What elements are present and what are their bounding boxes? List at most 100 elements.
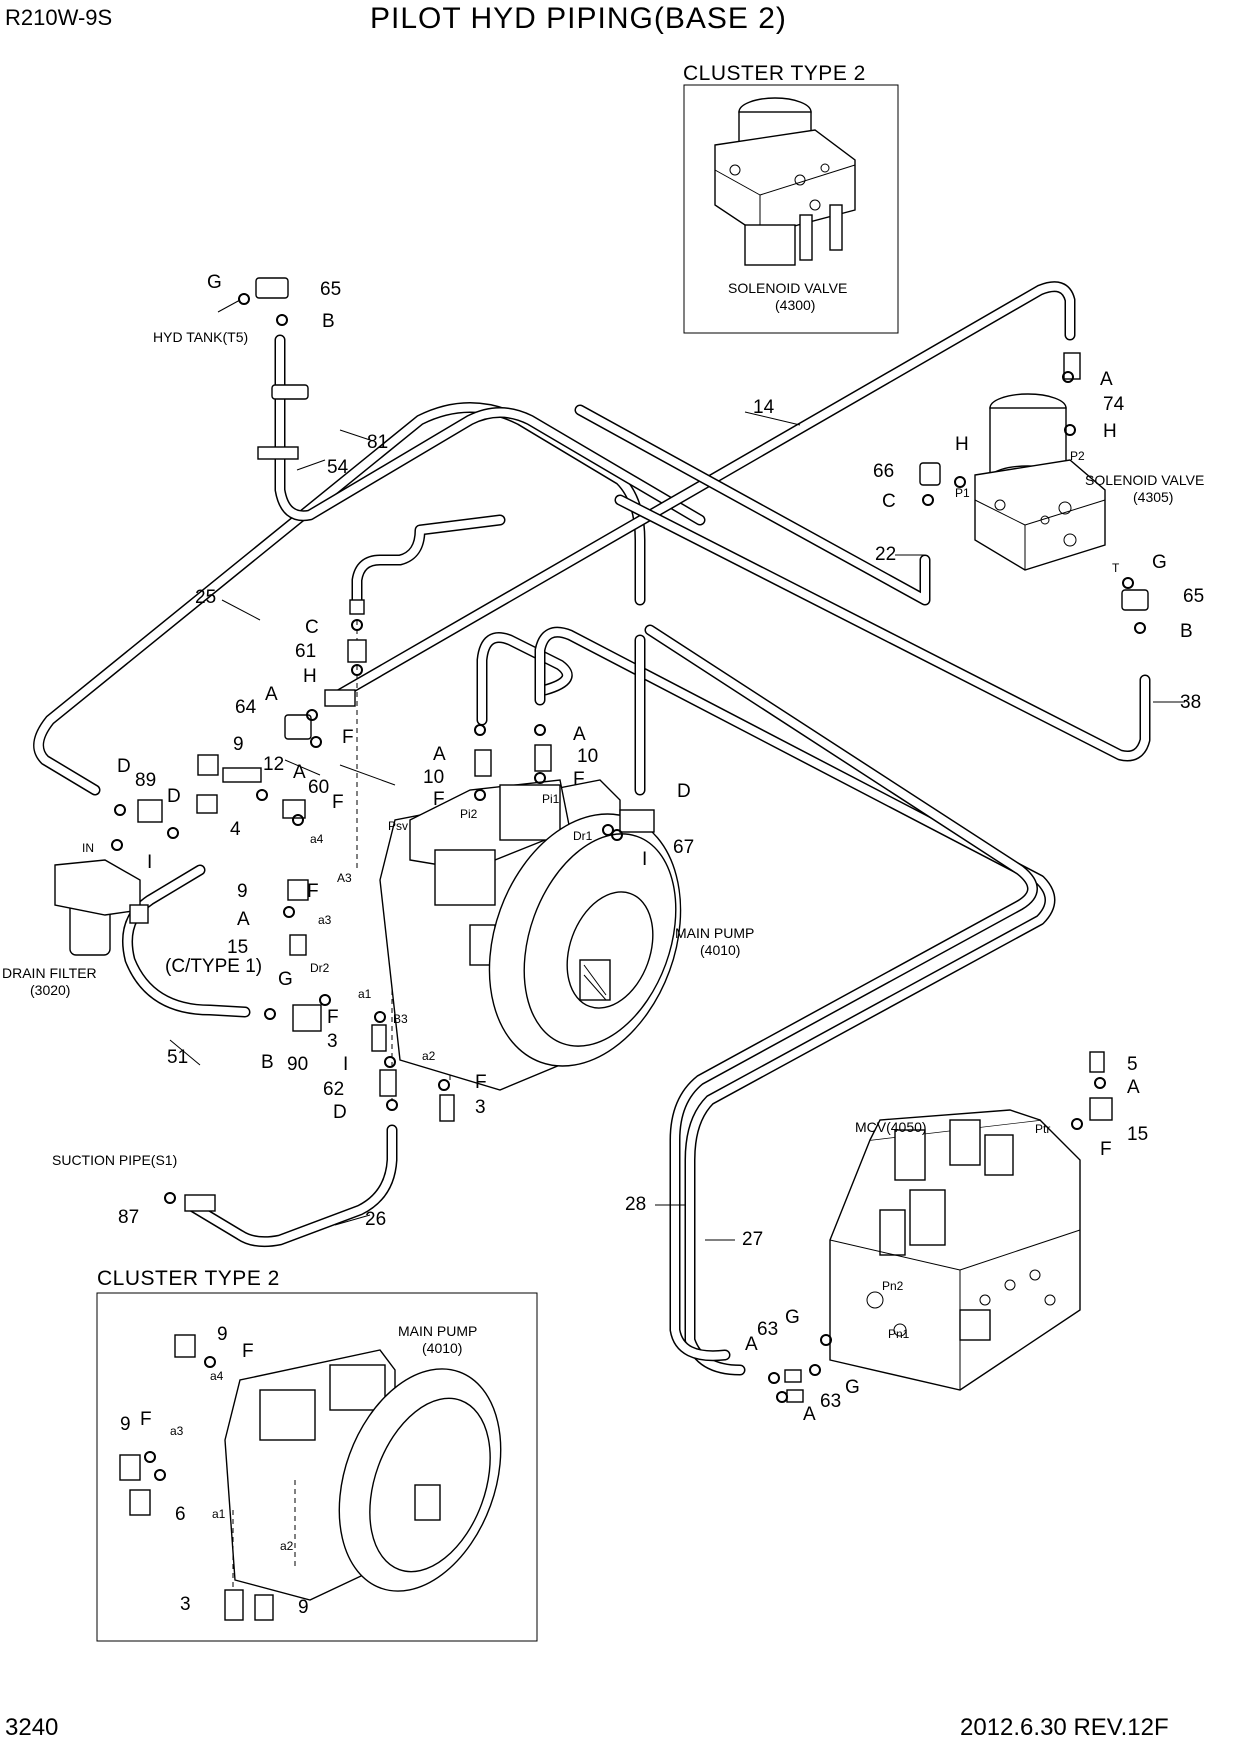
pump-code: (4010) xyxy=(700,942,740,958)
cluster-top-panel: CLUSTER TYPE 2 SOLENOID VALVE (4300) xyxy=(683,62,899,334)
callout-f: F xyxy=(475,1072,487,1093)
callout-c: C xyxy=(305,617,319,638)
port-dr2: Dr2 xyxy=(310,961,330,975)
drain-filter-3020: IN DRAIN FILTER (3020) xyxy=(2,841,149,998)
main-pump-4010: MAIN PUMP (4010) Psv Pi2 Pi1 Dr1 a4 A3 a… xyxy=(310,779,754,1091)
mcv-label: MCV(4050) xyxy=(855,1119,927,1135)
hyd-tank-arrow xyxy=(217,299,241,313)
callout-22: 22 xyxy=(875,544,896,565)
callout-4: 4 xyxy=(230,819,241,840)
port-a2: a2 xyxy=(422,1049,436,1063)
port-pi1: Pi1 xyxy=(542,792,560,806)
port-pn2: Pn2 xyxy=(882,1279,904,1293)
callout-54: 54 xyxy=(327,457,349,478)
cluster-bottom-title: CLUSTER TYPE 2 xyxy=(97,1267,280,1290)
callout-15: 15 xyxy=(1127,1124,1148,1145)
callout-28: 28 xyxy=(625,1194,646,1215)
port-in: IN xyxy=(82,841,94,855)
callout-a: A xyxy=(803,1404,816,1425)
callout-g: G xyxy=(278,969,293,990)
callout-f: F xyxy=(573,769,585,790)
drain-filter-name: DRAIN FILTER xyxy=(2,965,97,981)
callout-9: 9 xyxy=(237,881,248,902)
callout-12: 12 xyxy=(263,754,284,775)
callout-6: 6 xyxy=(175,1504,186,1525)
callout-f: F xyxy=(1100,1139,1112,1160)
drain-filter-code: (3020) xyxy=(30,982,70,998)
callout-67: 67 xyxy=(673,837,694,858)
port-p2: P2 xyxy=(1070,449,1085,463)
solenoid-4305-code: (4305) xyxy=(1133,489,1173,505)
callout-f: F xyxy=(140,1409,152,1430)
cluster-bottom-port-a1: a1 xyxy=(212,1507,226,1521)
callout-66: 66 xyxy=(873,461,894,482)
port-t: T xyxy=(1112,561,1120,575)
callout-5: 5 xyxy=(1127,1054,1138,1075)
callout-i: I xyxy=(343,1054,348,1075)
model-number: R210W-9S xyxy=(5,5,112,30)
port-a4: a4 xyxy=(310,832,324,846)
callout-b: B xyxy=(322,311,335,332)
callout-f: F xyxy=(342,727,354,748)
callout-9: 9 xyxy=(233,734,244,755)
callout-i: I xyxy=(147,852,152,873)
callout-63: 63 xyxy=(757,1319,778,1340)
callouts: G 65 B 81 54 14 A 74 H H 66 C 22 G 65 B … xyxy=(117,272,1204,1618)
port-dr1: Dr1 xyxy=(573,829,593,843)
solenoid-4305-name: SOLENOID VALVE xyxy=(1085,472,1204,488)
solenoid-valve-4305: P2 P1 T SOLENOID VALVE (4305) xyxy=(955,393,1204,575)
page-title: PILOT HYD PIPING(BASE 2) xyxy=(370,2,787,35)
callout-d: D xyxy=(167,786,181,807)
callout-f: F xyxy=(327,1007,339,1028)
callout-a: A xyxy=(1100,369,1113,390)
callout-38: 38 xyxy=(1180,692,1201,713)
callout-74: 74 xyxy=(1103,394,1125,415)
cluster-bottom-panel: CLUSTER TYPE 2 MAIN PUMP (4010) a4 a3 a1… xyxy=(96,1267,538,1642)
callout-f: F xyxy=(332,792,344,813)
callout-89: 89 xyxy=(135,770,156,791)
callout-a: A xyxy=(237,909,250,930)
callout-63: 63 xyxy=(820,1391,841,1412)
callout-f: F xyxy=(433,789,445,810)
callout-27: 27 xyxy=(742,1229,763,1250)
ctype1-label: (C/TYPE 1) xyxy=(165,956,262,977)
port-a3-big: A3 xyxy=(337,871,352,885)
cluster-bottom-port-a4: a4 xyxy=(210,1369,224,1383)
callout-62: 62 xyxy=(323,1079,344,1100)
port-b3: B3 xyxy=(393,1012,408,1026)
port-ptr: Ptr xyxy=(1035,1122,1050,1136)
callout-10: 10 xyxy=(577,746,598,767)
page-number: 3240 xyxy=(5,1714,58,1741)
callout-g: G xyxy=(845,1377,860,1398)
callout-14: 14 xyxy=(753,397,775,418)
callout-25: 25 xyxy=(195,587,216,608)
revision-date: 2012.6.30 REV.12F xyxy=(960,1714,1169,1741)
callout-f: F xyxy=(242,1341,254,1362)
callout-3: 3 xyxy=(327,1031,338,1052)
callout-15: 15 xyxy=(227,937,248,958)
mcv-4050: MCV(4050) Ptr Pn2 Pn1 xyxy=(829,1109,1081,1391)
callout-g: G xyxy=(785,1307,800,1328)
suction-pipe-label: SUCTION PIPE(S1) xyxy=(52,1152,177,1168)
callout-51: 51 xyxy=(167,1047,188,1068)
callout-61: 61 xyxy=(295,641,316,662)
callout-h: H xyxy=(303,666,317,687)
callout-a: A xyxy=(745,1334,758,1355)
callout-g: G xyxy=(207,272,222,293)
callout-a: A xyxy=(433,744,446,765)
callout-f: F xyxy=(307,881,319,902)
callout-b: B xyxy=(261,1052,274,1073)
solenoid-valve-4300-drawing xyxy=(714,97,856,266)
callout-d: D xyxy=(117,756,131,777)
port-a1: a1 xyxy=(358,987,372,1001)
callout-9: 9 xyxy=(120,1414,131,1435)
callout-64: 64 xyxy=(235,697,257,718)
cluster-top-title: CLUSTER TYPE 2 xyxy=(683,62,866,85)
callout-10: 10 xyxy=(423,767,444,788)
cluster-top-caption-code: (4300) xyxy=(775,297,815,313)
cluster-bottom-pump-code: (4010) xyxy=(422,1340,462,1356)
callout-65: 65 xyxy=(320,279,341,300)
cluster-bottom-pump-name: MAIN PUMP xyxy=(398,1323,477,1339)
callout-26: 26 xyxy=(365,1209,386,1230)
